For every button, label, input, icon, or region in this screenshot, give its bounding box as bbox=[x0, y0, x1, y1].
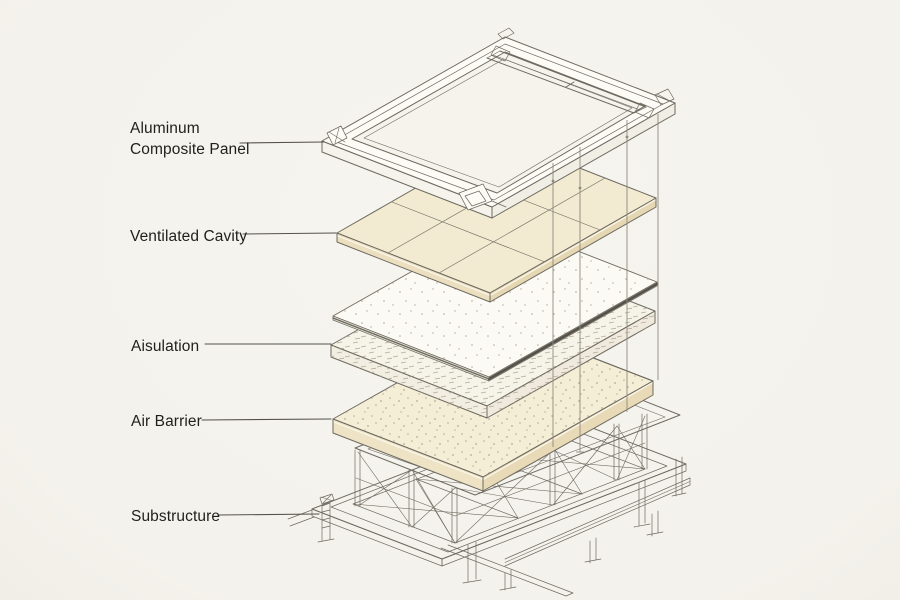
leader-air-barrier bbox=[201, 418, 332, 421]
substructure-channel-lower bbox=[440, 544, 574, 597]
label-ventilated-cavity: Ventilated Cavity bbox=[130, 228, 248, 245]
label-aluminum-composite-panel: Aluminum Composite Panel bbox=[130, 120, 250, 158]
substructure-brackets bbox=[317, 456, 687, 584]
substructure-braces bbox=[355, 415, 646, 544]
substructure-channel-upper bbox=[504, 477, 691, 567]
acp-corner-clips bbox=[326, 27, 675, 146]
label-substructure: Substructure bbox=[131, 508, 221, 525]
acp-profile-section bbox=[458, 183, 507, 211]
acp-stiffener-bar bbox=[486, 45, 655, 119]
leader-aluminum-composite-panel bbox=[239, 141, 325, 144]
leader-substructure bbox=[217, 513, 320, 516]
alignment-guide-lines bbox=[551, 114, 659, 453]
leader-lines bbox=[201, 141, 337, 516]
label-air-barrier: Air Barrier bbox=[131, 413, 202, 430]
label-aisulation: Aisulation bbox=[131, 338, 200, 355]
leader-ventilated-cavity bbox=[242, 232, 337, 235]
substructure-posts bbox=[354, 413, 648, 544]
aluminum-composite-panel-drawing bbox=[321, 27, 676, 219]
